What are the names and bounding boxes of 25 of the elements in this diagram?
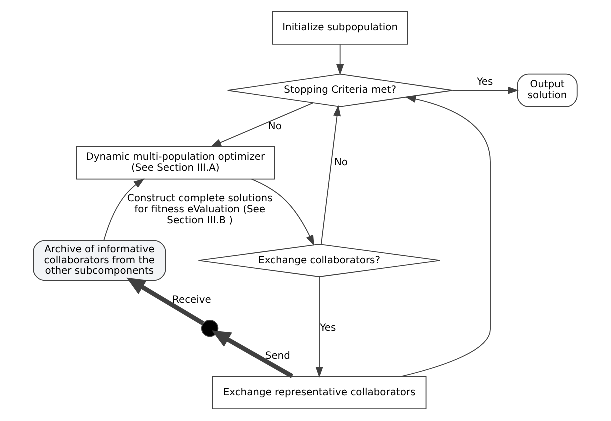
arrow: [251, 178, 314, 246]
edge-label: Construct complete solutions for fitness eValuation (See Section III.B ): [127, 194, 273, 226]
arrow: [336, 44, 344, 76]
node-diamond: Stopping Criteria met?: [227, 74, 454, 108]
edge-label: Receive: [172, 295, 212, 306]
arrow: [126, 278, 204, 326]
node-diamond: Exchange collaborators?: [198, 244, 441, 278]
arrow: [452, 86, 519, 94]
edge-label: No: [334, 158, 348, 169]
edge-label: Yes: [320, 323, 336, 334]
arrow: [210, 102, 314, 148]
arrow: [104, 178, 145, 242]
edge-label: No: [268, 121, 282, 132]
arrow: [320, 105, 342, 245]
edge-label: Send: [265, 351, 290, 362]
node-circle: [201, 320, 219, 338]
edge-label: Yes: [477, 77, 494, 88]
node-box: Exchange representative collaborators: [212, 376, 427, 410]
node-box: Output solution: [517, 74, 578, 108]
arrow: [316, 276, 324, 378]
arrow: [402, 96, 491, 377]
node-box: Archive of informative collaborators from the other subcomponents: [33, 240, 166, 282]
node-box: Dynamic multi-population optimizer (See Section III.A): [76, 146, 276, 180]
arrow: [212, 330, 294, 378]
node-box: Initialize subpopulation: [272, 11, 408, 45]
